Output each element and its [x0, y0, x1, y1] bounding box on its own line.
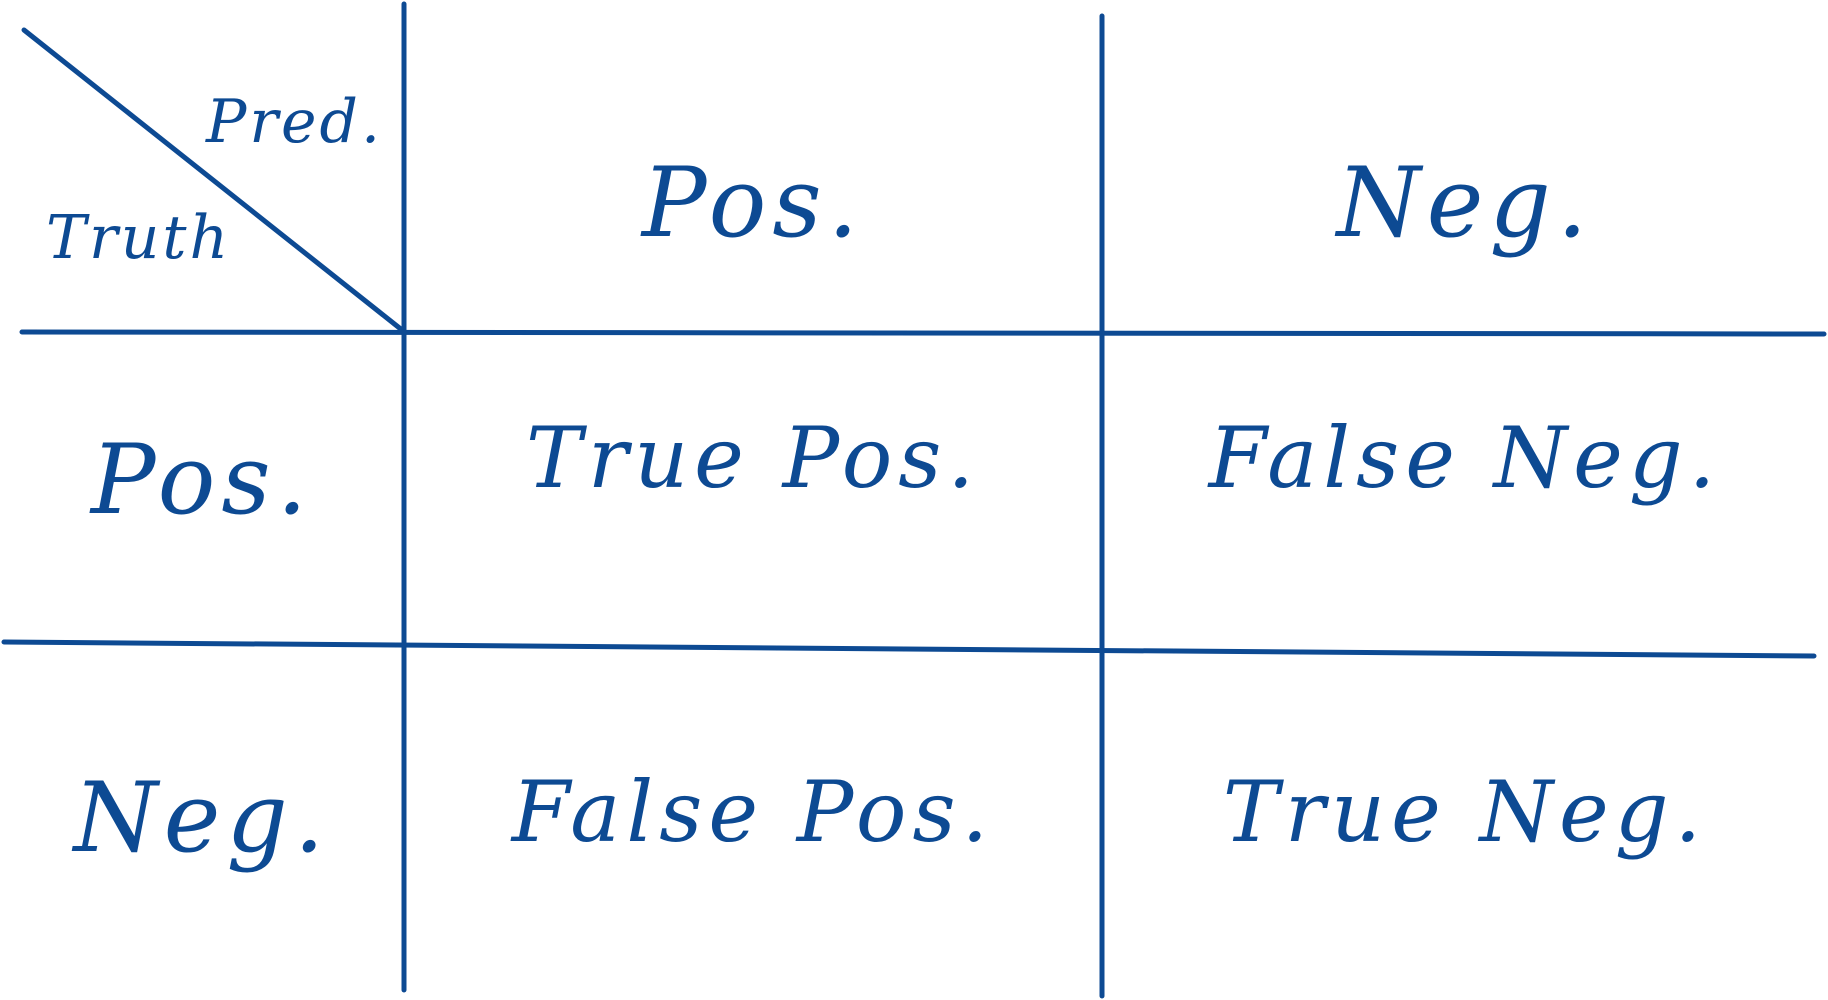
horizontal-divider-1	[19, 329, 1827, 337]
cell-true-negative: True Neg.	[1222, 763, 1708, 861]
cell-false-positive: False Pos.	[511, 763, 995, 861]
cell-true-positive: True Pos.	[525, 409, 981, 507]
row-header-neg: Neg.	[73, 762, 331, 874]
column-header-pos: Pos.	[641, 147, 865, 259]
horizontal-divider-2	[1, 639, 1817, 659]
truth-axis-label: Truth	[46, 203, 232, 273]
pred-axis-label: Pred.	[206, 87, 384, 157]
cell-false-negative: False Neg.	[1208, 409, 1722, 507]
row-header-pos: Pos.	[90, 424, 314, 536]
column-header-neg: Neg.	[1336, 147, 1594, 259]
corner-diagonal-line	[21, 27, 405, 333]
